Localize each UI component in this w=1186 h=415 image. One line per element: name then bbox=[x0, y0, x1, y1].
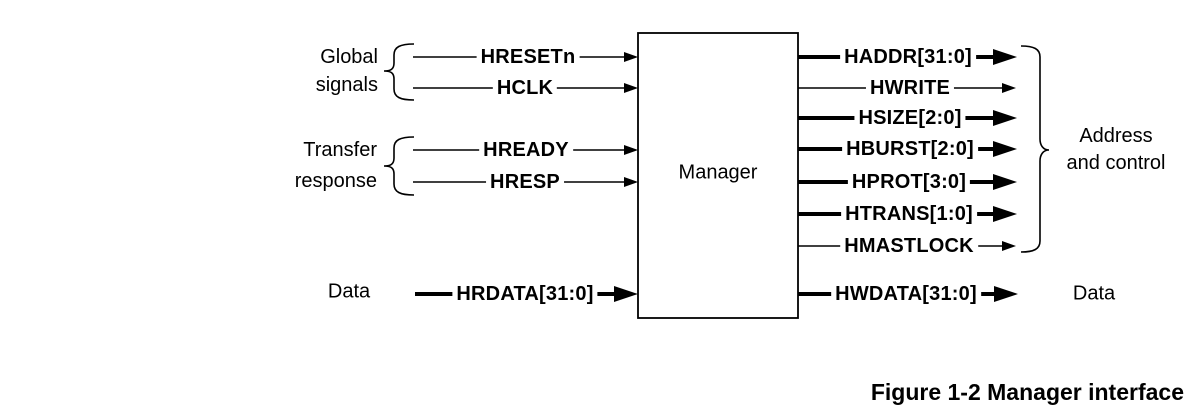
data-output-group-label: Data bbox=[1072, 282, 1116, 305]
address-control-label-line2: and control bbox=[1066, 152, 1166, 174]
global-signals-group-label: Global signals bbox=[316, 43, 378, 99]
global-signals-brace bbox=[383, 43, 415, 101]
transfer-response-brace bbox=[383, 136, 415, 196]
signal-label-hwdata: HWDATA[31:0] bbox=[831, 283, 981, 305]
manager-block-label: Manager bbox=[678, 161, 758, 184]
transfer-response-label-line1: Transfer bbox=[303, 139, 377, 161]
manager-block bbox=[637, 32, 799, 319]
address-control-label-line1: Address bbox=[1079, 125, 1153, 147]
figure-caption: Figure 1-2 Manager interface bbox=[870, 379, 1184, 405]
signal-label-haddr: HADDR[31:0] bbox=[840, 46, 976, 68]
signal-label-hmastlock: HMASTLOCK bbox=[840, 235, 978, 257]
signal-label-hburst: HBURST[2:0] bbox=[842, 138, 978, 160]
data-input-group-label: Data bbox=[327, 280, 371, 303]
signal-label-hclk: HCLK bbox=[492, 77, 558, 99]
signal-label-hwrite: HWRITE bbox=[865, 77, 955, 99]
address-control-brace bbox=[1020, 45, 1050, 253]
global-signals-label-line1: Global bbox=[320, 46, 378, 68]
signal-label-hresp: HRESP bbox=[486, 171, 564, 193]
signal-label-hsize: HSIZE[2:0] bbox=[854, 107, 966, 129]
transfer-response-label-line2: response bbox=[294, 170, 377, 192]
address-control-group-label: Address and control bbox=[1067, 123, 1166, 177]
signal-label-hready: HREADY bbox=[479, 139, 573, 161]
signal-label-htrans: HTRANS[1:0] bbox=[841, 203, 977, 225]
transfer-response-group-label: Transfer response bbox=[295, 135, 377, 197]
signal-label-hresetn: HRESETn bbox=[476, 46, 580, 68]
global-signals-label-line2: signals bbox=[315, 74, 378, 96]
signal-label-hprot: HPROT[3:0] bbox=[847, 171, 971, 193]
signal-label-hrdata: HRDATA[31:0] bbox=[452, 283, 598, 305]
